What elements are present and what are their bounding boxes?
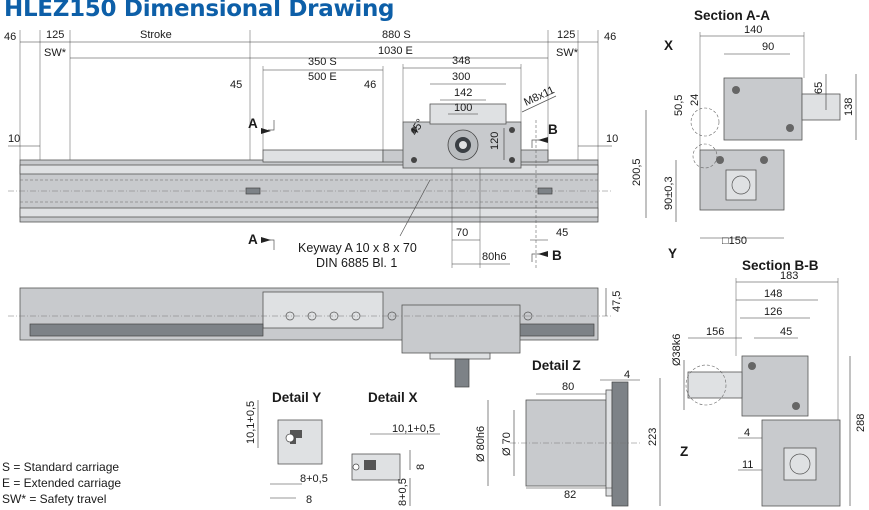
rail-bottom-strip	[19, 207, 599, 218]
legend: S = Standard carriage E = Extended carri…	[2, 460, 121, 506]
detail-x-title: Detail X	[368, 390, 418, 405]
bb-11: 11	[742, 459, 753, 471]
dim-142: 142	[454, 87, 472, 99]
dim-10-left: 10	[8, 133, 20, 145]
aa-50-5: 50,5	[673, 95, 685, 116]
dim-m8x11: M8x11	[522, 84, 556, 108]
dim-46-right: 46	[604, 31, 616, 43]
dim-45-low: 45	[556, 227, 568, 239]
gearbox-bottom	[401, 304, 521, 354]
aa-138: 138	[843, 98, 855, 116]
y-8: 8	[306, 494, 312, 506]
bb-4: 4	[744, 427, 750, 439]
bb-223: 223	[647, 428, 659, 446]
aa-150: □150	[722, 235, 747, 247]
marker-a-top: A	[248, 116, 258, 131]
bb-shaft	[687, 371, 743, 399]
carriage	[262, 149, 384, 163]
x-10-1: 10,1+0,5	[392, 423, 435, 435]
detail-y: Detail Y 10,1+0,5 8+0,5 8	[245, 390, 328, 506]
drawing-title: HLEZ150 Dimensional Drawing	[4, 0, 395, 22]
dim-80h6: 80h6	[482, 251, 506, 263]
y-profile-slot	[277, 419, 323, 465]
dim-46-left: 46	[4, 31, 16, 43]
bb-38k6: Ø38k6	[671, 334, 683, 366]
y-10-1: 10,1+0,5	[245, 401, 257, 444]
aa-90: 90	[762, 41, 774, 53]
z-80h6: Ø 80h6	[475, 426, 487, 462]
dim-350s: 350 S	[308, 56, 337, 68]
bb-45: 45	[780, 326, 792, 338]
dim-100: 100	[454, 102, 472, 114]
dim-1030e: 1030 E	[378, 45, 413, 57]
detail-x: Detail X 10,1+0,5 8 8+0,5	[351, 390, 440, 506]
legend-safety: SW* = Safety travel	[2, 492, 106, 506]
detail-z-title: Detail Z	[532, 358, 581, 373]
legend-standard: S = Standard carriage	[2, 460, 119, 474]
dim-stroke: Stroke	[140, 29, 172, 41]
marker-z: Z	[680, 444, 688, 459]
bb-126: 126	[764, 306, 782, 318]
x-8: 8	[415, 464, 427, 470]
front-view: 46 125 SW* Stroke 880 S 1030 E 125 SW* 4…	[4, 29, 618, 270]
dim-10-right: 10	[606, 133, 618, 145]
bb-183: 183	[780, 270, 798, 282]
rail-top-strip	[19, 164, 599, 175]
detail-y-title: Detail Y	[272, 390, 321, 405]
section-bb-title: Section B-B	[742, 258, 819, 273]
z-4: 4	[624, 369, 630, 381]
dim-45: 45	[230, 79, 242, 91]
detail-z: Detail Z 80 4 Ø 80h6 Ø 70 82	[475, 358, 640, 507]
marker-b-top: B	[548, 122, 558, 137]
marker-a-bottom: A	[248, 232, 258, 247]
bb-288: 288	[855, 414, 867, 432]
marker-b-bottom: B	[552, 248, 562, 263]
z-82: 82	[564, 489, 576, 501]
section-aa: Section A-A 140 90 65 138 50,5 24 200,5 …	[631, 8, 857, 261]
x-8-05: 8+0,5	[397, 478, 409, 506]
dim-348: 348	[452, 55, 470, 67]
z-70: Ø 70	[501, 432, 513, 456]
dim-sw-left: SW*	[44, 47, 67, 59]
section-bb: Section B-B 183 148 126 156 45 Ø38k6 223…	[647, 258, 867, 507]
aa-200-5: 200,5	[631, 158, 643, 186]
dim-125-right: 125	[557, 29, 575, 41]
dim-300: 300	[452, 71, 470, 83]
dim-500e: 500 E	[308, 71, 337, 83]
rack-left	[29, 323, 264, 337]
marker-y: Y	[668, 246, 677, 261]
legend-extended: E = Extended carriage	[2, 476, 121, 490]
dim-120: 120	[489, 132, 501, 150]
bottom-view: 47,5	[8, 287, 623, 388]
keyway-line-2: DIN 6885 Bl. 1	[316, 256, 397, 270]
z-80: 80	[562, 381, 574, 393]
aa-65: 65	[813, 82, 825, 94]
y-8-05: 8+0,5	[300, 473, 328, 485]
dim-125-left: 125	[46, 29, 64, 41]
dim-47-5: 47,5	[611, 291, 623, 312]
dim-46-mid: 46	[364, 79, 376, 91]
dim-70: 70	[456, 227, 468, 239]
dim-sw-right: SW*	[556, 47, 579, 59]
aa-24: 24	[689, 94, 701, 106]
dim-880s: 880 S	[382, 29, 411, 41]
bb-148: 148	[764, 288, 782, 300]
bb-156: 156	[706, 326, 724, 338]
aa-90-3: 90±0,3	[663, 176, 675, 210]
marker-x: X	[664, 38, 673, 53]
shaft-bottom	[454, 358, 470, 388]
keyway-line-1: Keyway A 10 x 8 x 70	[298, 241, 417, 255]
aa-140: 140	[744, 24, 762, 36]
section-aa-title: Section A-A	[694, 8, 770, 23]
